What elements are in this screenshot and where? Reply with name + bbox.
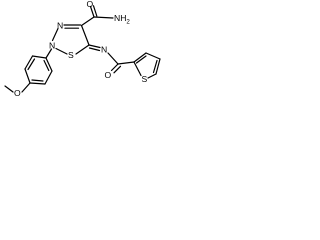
bond-ome-ch3 — [4, 85, 14, 93]
bond-c5-s1 — [75, 44, 90, 55]
atom-label-amide-nh2: NH2 — [114, 13, 130, 26]
bond-camide-o — [89, 5, 95, 18]
bond-camide-n — [93, 16, 114, 19]
bond-ar-1-2 — [31, 55, 47, 59]
molecule-structure: NH2 O N N S N O S O — [4, 0, 161, 98]
bond-th-c5-s — [147, 73, 157, 79]
atom-label-ring-n2: N — [49, 41, 55, 51]
structure-canvas: NH2 O N N S N O S O — [0, 0, 193, 113]
bond-ar-2-3 — [24, 55, 34, 70]
bond-ar-ome — [21, 82, 31, 93]
atom-label-acyl-o: O — [105, 70, 112, 80]
atom-label-amide-o: O — [87, 0, 94, 9]
bond-ar-5-6 — [44, 70, 53, 85]
bond-ccarbonyl-o-double — [113, 65, 122, 74]
bond-n2-n3 — [51, 27, 59, 42]
bond-ccarbonyl-o — [110, 63, 119, 72]
bond-th-c2-c3 — [133, 52, 147, 63]
bond-c4-c5 — [80, 24, 90, 46]
atom-label-thiophene-s: S — [142, 74, 148, 84]
atom-labels: NH2 O N N S N O S O — [14, 0, 148, 98]
bond-ccarbonyl-thiophene — [117, 61, 135, 65]
bond-th-s-c2 — [133, 61, 142, 77]
bond-ar-6-1-double — [43, 59, 50, 72]
bond-n2-aryl — [45, 48, 53, 59]
bond-camide-o-double — [92, 5, 98, 17]
bond-ar-3-4 — [24, 68, 31, 84]
atom-label-ring-s1: S — [68, 50, 74, 60]
bond-s1-n2 — [55, 47, 68, 55]
bond-nimine-ccarbonyl — [107, 52, 119, 65]
atom-label-ring-n3: N — [57, 21, 63, 31]
atom-label-imine-n: N — [101, 45, 107, 55]
bond-ar-2-3-double — [27, 58, 36, 71]
bond-th-c3-c4 — [145, 52, 161, 60]
bonds — [4, 5, 161, 93]
bond-c5-nimine-double — [88, 47, 101, 52]
bond-ar-4-5 — [29, 82, 46, 85]
atom-label-methoxy-o: O — [14, 88, 21, 98]
bond-ar-6-1 — [45, 57, 53, 72]
bond-th-c4-c5-double — [152, 59, 158, 74]
bond-c4-camide — [80, 16, 95, 27]
bond-ar-4-5-double — [31, 79, 44, 82]
bond-th-c2-c3-double — [135, 55, 147, 64]
bond-th-c4-c5 — [155, 58, 161, 75]
bond-c5-nimine — [88, 44, 101, 49]
